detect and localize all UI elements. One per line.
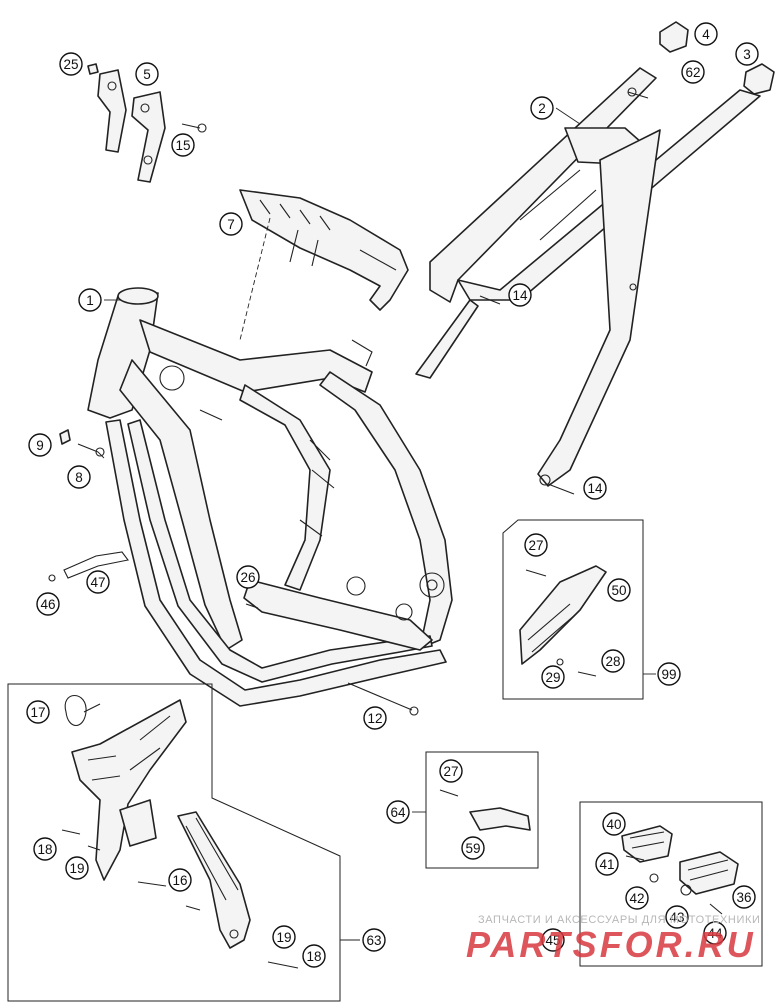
callout-47: 47 <box>86 570 110 594</box>
callout-19-right: 19 <box>272 925 296 949</box>
callout-9: 9 <box>28 433 52 457</box>
callout-12: 12 <box>363 706 387 730</box>
callout-3: 3 <box>735 42 759 66</box>
protector-kit-box <box>7 683 360 1002</box>
callout-41: 41 <box>595 852 619 876</box>
leader-lines <box>97 107 581 459</box>
svg-text:5: 5 <box>143 67 151 82</box>
callout-45: 45 <box>541 928 565 952</box>
callout-15: 15 <box>171 133 195 157</box>
svg-text:36: 36 <box>736 890 751 905</box>
svg-text:28: 28 <box>605 654 620 669</box>
callout-59: 59 <box>461 836 485 860</box>
svg-text:26: 26 <box>240 570 255 585</box>
svg-text:12: 12 <box>367 711 382 726</box>
callout-50: 50 <box>607 578 631 602</box>
svg-text:29: 29 <box>545 670 560 685</box>
callout-42: 42 <box>625 886 649 910</box>
svg-text:62: 62 <box>685 65 700 80</box>
callout-26: 26 <box>236 565 260 589</box>
watermark-brand: PARTSFOR.RU <box>466 924 756 965</box>
engine-brackets <box>87 63 207 183</box>
callout-62: 62 <box>681 60 705 84</box>
svg-text:19: 19 <box>69 861 84 876</box>
svg-text:18: 18 <box>37 842 52 857</box>
callout-1: 1 <box>78 288 102 312</box>
callout-8: 8 <box>67 465 91 489</box>
callout-40: 40 <box>602 812 626 836</box>
svg-text:1: 1 <box>86 293 94 308</box>
callout-14-top: 14 <box>508 283 532 307</box>
subframe <box>415 21 775 495</box>
svg-text:2: 2 <box>538 101 546 116</box>
svg-text:41: 41 <box>599 857 614 872</box>
svg-text:7: 7 <box>227 217 235 232</box>
svg-text:99: 99 <box>661 667 676 682</box>
callout-14-bottom: 14 <box>583 476 607 500</box>
svg-text:46: 46 <box>40 597 55 612</box>
svg-text:27: 27 <box>528 538 543 553</box>
callout-28: 28 <box>601 649 625 673</box>
callout-7: 7 <box>219 212 243 236</box>
svg-text:14: 14 <box>512 288 528 303</box>
callout-44: 44 <box>703 921 727 945</box>
callout-27-bottom: 27 <box>439 759 463 783</box>
svg-text:9: 9 <box>36 438 44 453</box>
svg-text:64: 64 <box>390 805 406 820</box>
callout-43: 43 <box>665 905 689 929</box>
callout-17: 17 <box>26 700 50 724</box>
callout-46: 46 <box>36 592 60 616</box>
callout-18-right: 18 <box>302 944 326 968</box>
footrest-box <box>579 801 763 967</box>
svg-text:25: 25 <box>63 57 78 72</box>
callout-25: 25 <box>59 52 83 76</box>
chain-guide-box <box>502 519 656 700</box>
callout-19-left: 19 <box>65 856 89 880</box>
svg-text:42: 42 <box>629 891 644 906</box>
callout-99: 99 <box>657 662 681 686</box>
svg-text:17: 17 <box>30 705 45 720</box>
callout-27-top: 27 <box>524 533 548 557</box>
svg-text:4: 4 <box>702 27 710 42</box>
svg-text:16: 16 <box>172 873 187 888</box>
guide-part-box <box>412 751 539 869</box>
callout-16: 16 <box>168 868 192 892</box>
svg-text:40: 40 <box>606 817 621 832</box>
callout-63: 63 <box>362 928 386 952</box>
svg-text:15: 15 <box>175 138 190 153</box>
svg-text:44: 44 <box>707 926 723 941</box>
svg-text:45: 45 <box>545 933 560 948</box>
svg-text:19: 19 <box>276 930 291 945</box>
top-bracket <box>239 189 409 341</box>
svg-text:63: 63 <box>366 933 381 948</box>
svg-text:59: 59 <box>465 841 480 856</box>
callout-36: 36 <box>732 885 756 909</box>
callout-29: 29 <box>541 665 565 689</box>
small-parts-left <box>48 429 259 609</box>
svg-text:27: 27 <box>443 764 458 779</box>
callout-2: 2 <box>530 96 554 120</box>
svg-text:14: 14 <box>587 481 603 496</box>
svg-text:8: 8 <box>75 470 83 485</box>
watermark-caption: ЗАПЧАСТИ И АКСЕССУАРЫ ДЛЯ МОТОТЕХНИКИ <box>478 914 761 926</box>
main-frame <box>87 287 453 716</box>
svg-text:50: 50 <box>611 583 626 598</box>
svg-text:47: 47 <box>90 575 105 590</box>
svg-text:43: 43 <box>669 910 684 925</box>
callout-5: 5 <box>135 62 159 86</box>
svg-text:3: 3 <box>743 47 751 62</box>
callout-64: 64 <box>386 800 410 824</box>
callout-4: 4 <box>694 22 718 46</box>
callout-18-left: 18 <box>33 837 57 861</box>
svg-text:18: 18 <box>306 949 321 964</box>
